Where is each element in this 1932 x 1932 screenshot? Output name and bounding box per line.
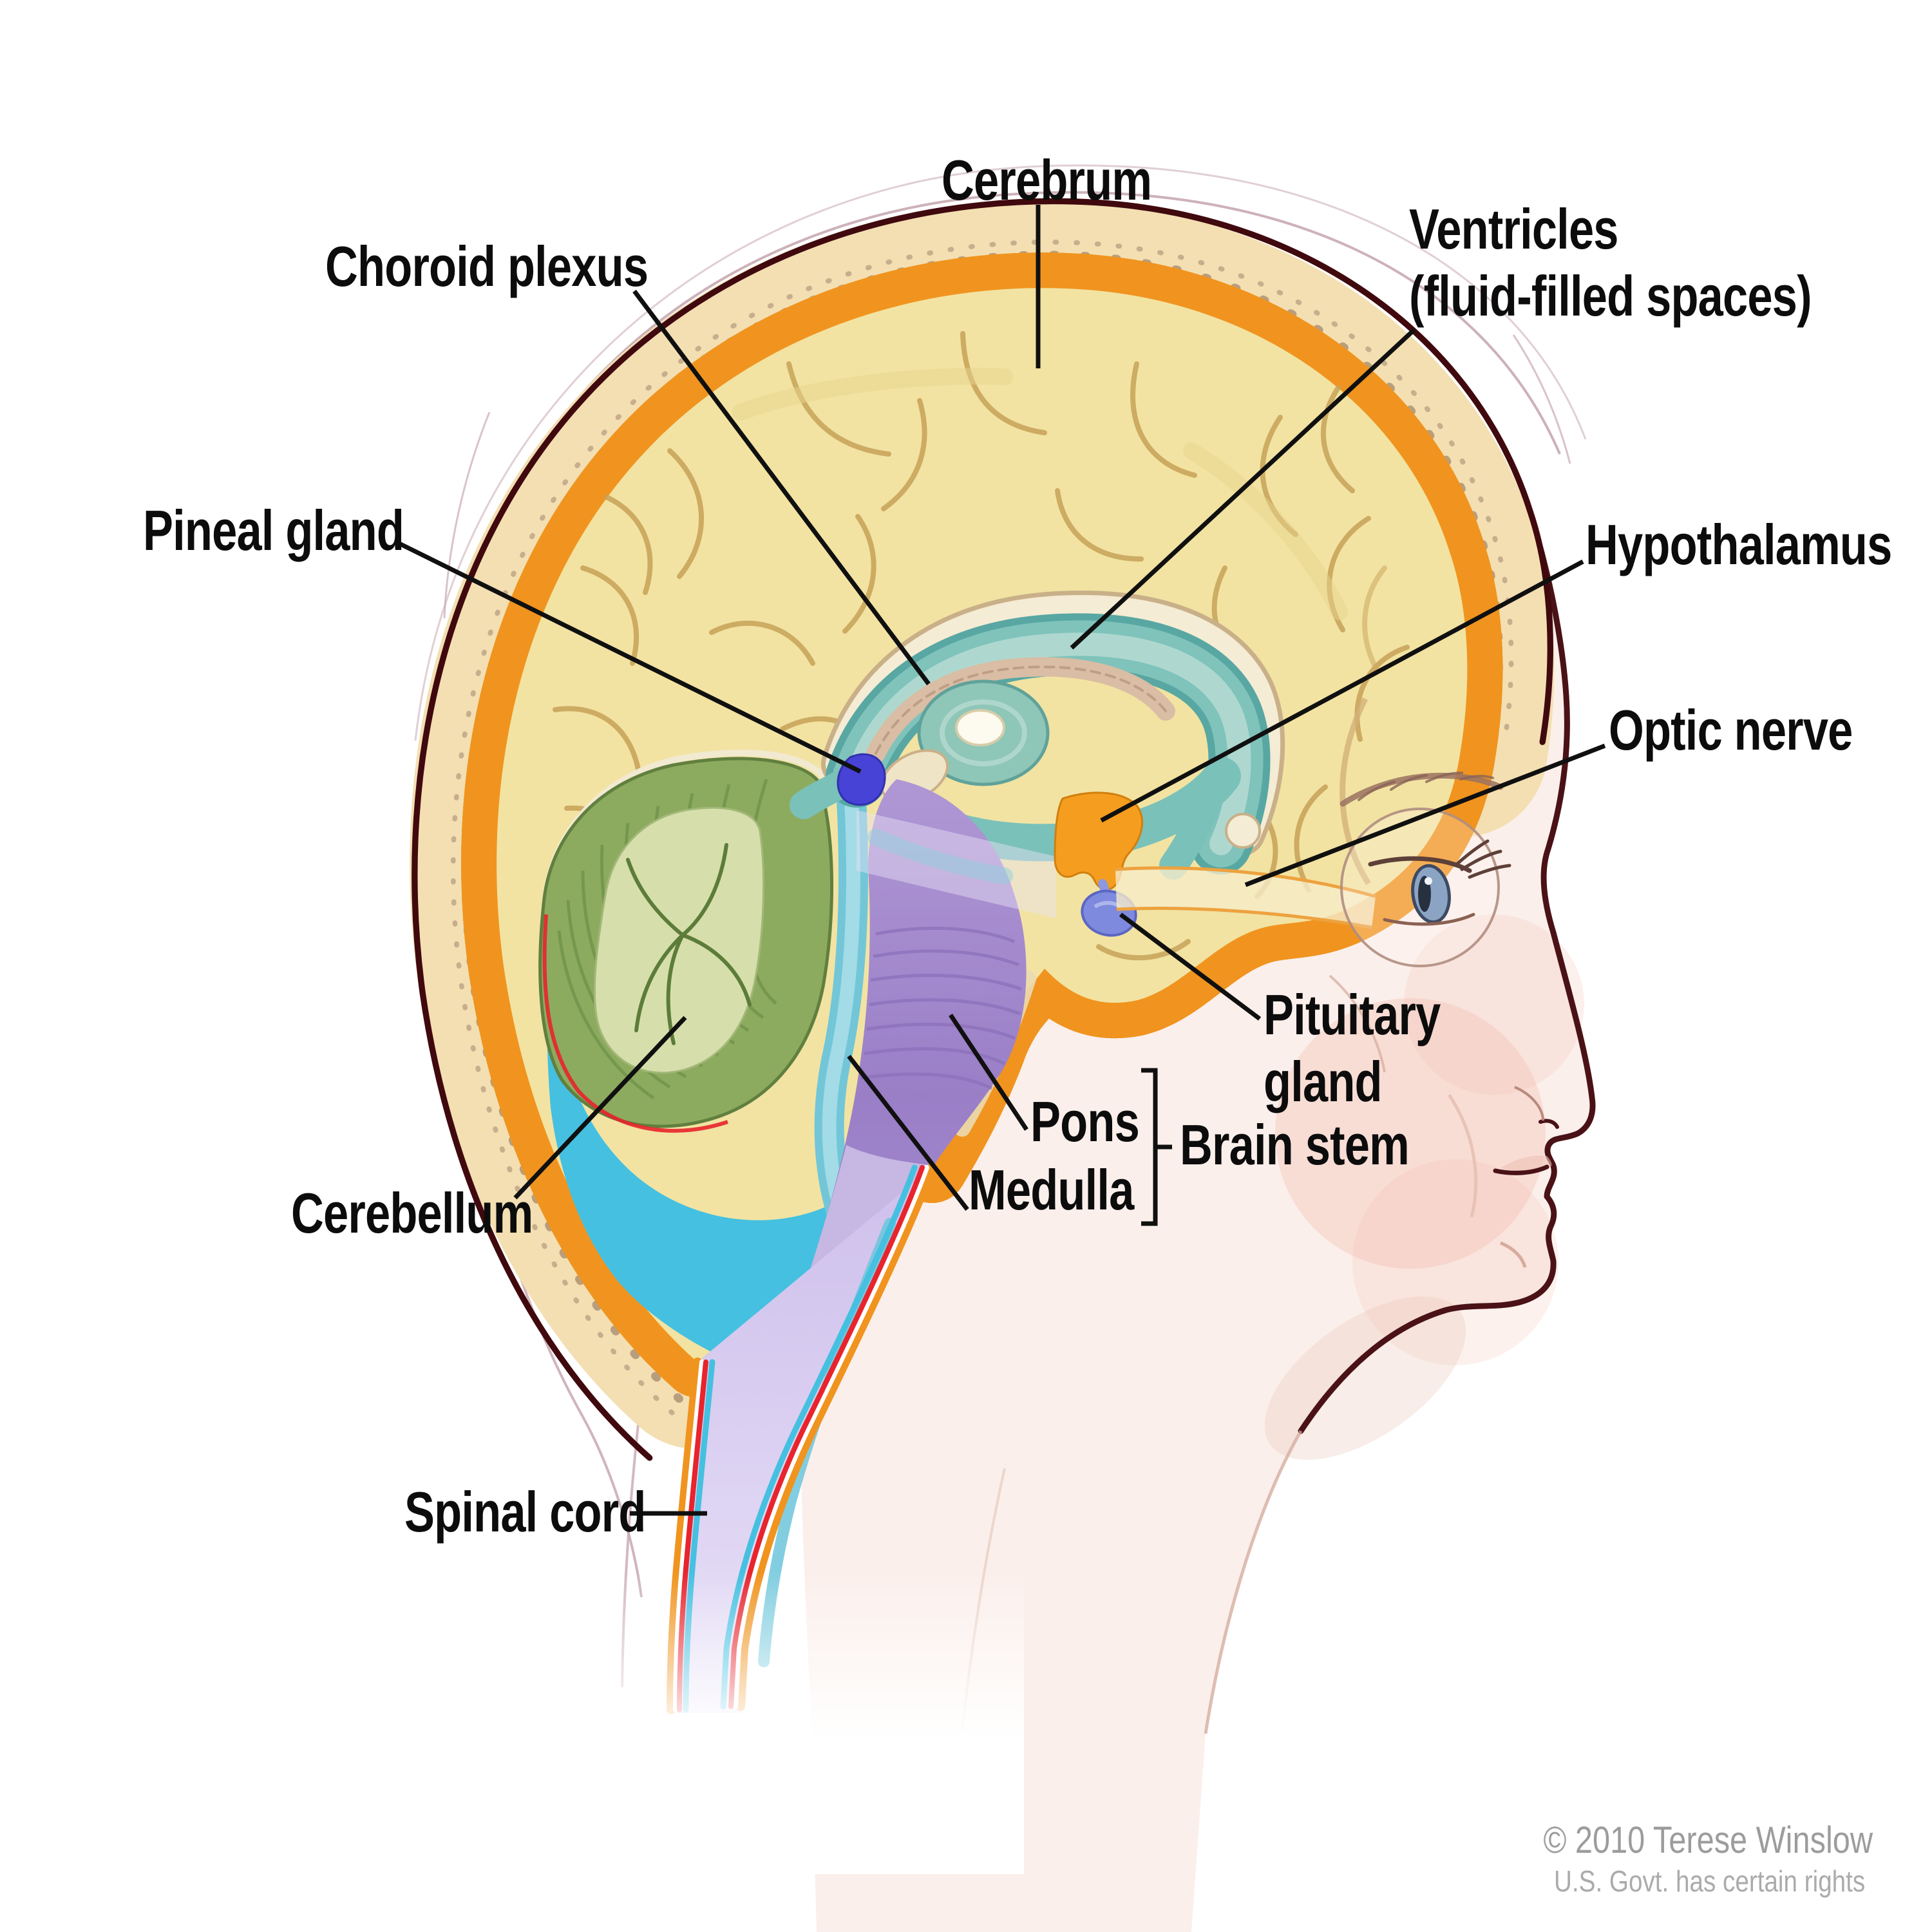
leader-optic-nerve: [1244, 743, 1606, 887]
leader-cerebellum: [513, 1016, 687, 1200]
label-pituitary-gland: Pituitary gland: [1264, 981, 1441, 1115]
leader-ventricles: [1070, 328, 1416, 650]
front-neck-line: [1204, 1430, 1303, 1734]
aqueduct: [867, 829, 1013, 884]
hypothalamus-shape: [1054, 791, 1143, 891]
nostril: [1539, 1119, 1559, 1129]
label-optic-nerve: Optic nerve: [1609, 698, 1853, 762]
cheek-blush: [1275, 998, 1546, 1269]
copyright-line2: U.S. Govt. has certain rights: [1553, 1864, 1865, 1898]
cheek-line: [1447, 1094, 1478, 1218]
frontal-arc: [1340, 697, 1371, 886]
label-pineal-gland: Pineal gland: [143, 498, 404, 562]
label-ventricles-line1: Ventricles: [1409, 197, 1618, 261]
chin-blush: [1352, 1159, 1558, 1365]
label-choroid-plexus: Choroid plexus: [325, 234, 649, 298]
pons-striations: [860, 926, 1022, 1090]
mouth-line: [1493, 1164, 1549, 1175]
cerebellum-pia: [542, 914, 728, 1133]
label-cerebrum: Cerebrum: [942, 148, 1152, 212]
label-pituitary-line1: Pituitary: [1264, 983, 1441, 1046]
spinal-cord-shape: [612, 1163, 1024, 1874]
label-ventricles: Ventricles (fluid-filled spaces): [1409, 196, 1812, 330]
upper-eyelid: [1368, 856, 1472, 873]
fourth-ventricle: [814, 785, 868, 1238]
brain-stem-bracket: [1141, 1068, 1172, 1226]
face-profile-outline: [1298, 493, 1596, 1434]
cerebellum-shape: [538, 757, 833, 1133]
leader-pons: [949, 1014, 1028, 1131]
pupil: [1418, 876, 1431, 912]
zygoma-line: [1329, 974, 1386, 1073]
label-brain-stem: Brain stem: [1180, 1113, 1410, 1177]
leader-choroid-plexus: [632, 289, 931, 686]
upper-lip: [1501, 1155, 1552, 1171]
label-medulla: Medulla: [969, 1158, 1134, 1222]
eyebrow-hairs: [1358, 772, 1494, 801]
leader-lines: [395, 205, 1606, 1516]
leader-pituitary-gland: [1119, 913, 1262, 1021]
label-ventricles-line2: (fluid-filled spaces): [1409, 263, 1812, 328]
label-pons: Pons: [1030, 1090, 1140, 1153]
leader-medulla: [847, 1054, 969, 1211]
eye: [1340, 772, 1511, 967]
label-pituitary-line2: gland: [1264, 1049, 1383, 1113]
scalp-outline: [412, 198, 1553, 1461]
ventricle-complex: [790, 591, 1285, 880]
callosum-genu: [1225, 813, 1261, 849]
cord-fade: [612, 1571, 1024, 1874]
leader-hypothalamus: [1100, 559, 1584, 823]
jaw-shadow: [1264, 1296, 1466, 1460]
eyelashes: [1455, 839, 1511, 879]
leader-pineal-gland: [395, 540, 862, 774]
lower-eyelid: [1383, 913, 1475, 926]
label-spinal-cord: Spinal cord: [404, 1480, 646, 1544]
copyright-line1: © 2010 Terese Winslow: [1543, 1819, 1873, 1861]
nose-wing-line: [1514, 1086, 1544, 1121]
label-hypothalamus: Hypothalamus: [1586, 513, 1892, 576]
label-cerebellum: Cerebellum: [291, 1181, 533, 1245]
massa-intermedia: [955, 709, 1005, 746]
chin-crease: [1500, 1241, 1527, 1268]
